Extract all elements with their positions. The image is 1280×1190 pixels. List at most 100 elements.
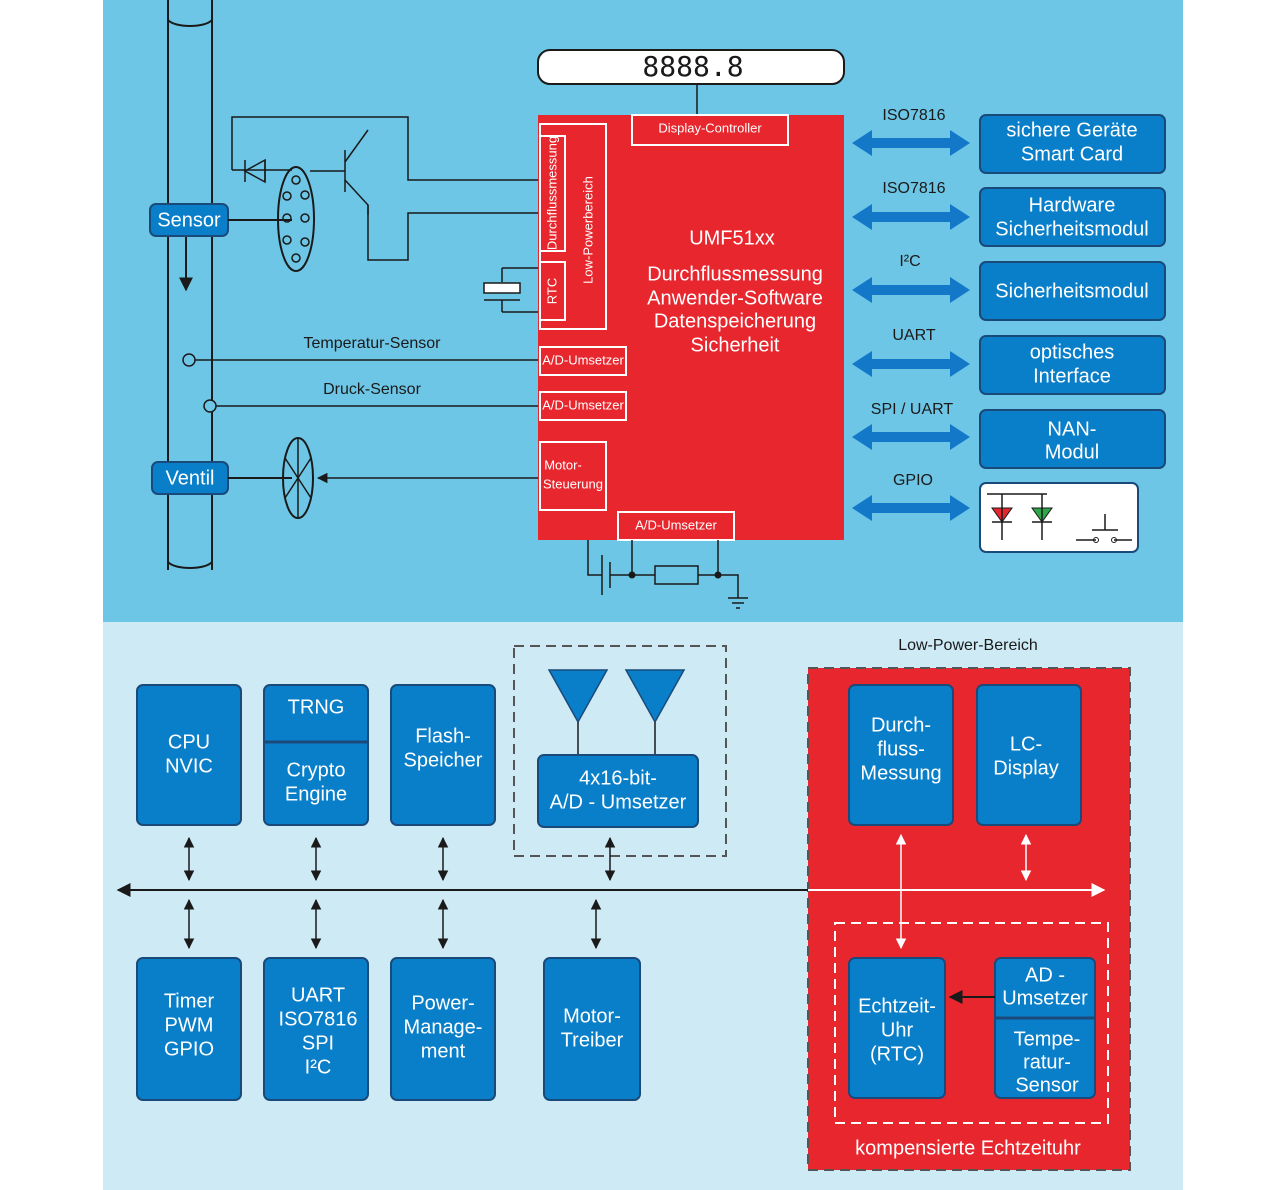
ad-converter-3: A/D-Umsetzer — [635, 517, 717, 532]
uart-line-1: UART — [291, 984, 345, 1006]
push-button-icon — [1076, 514, 1132, 543]
flow-line-3: Messung — [860, 762, 941, 784]
crypto-block: TRNG Crypto Engine — [263, 684, 369, 826]
low-power-vertical: Low-Powerbereich — [580, 176, 595, 284]
ad-umsetzer-line-2: Umsetzer — [1002, 987, 1088, 1009]
crypto-line-1: Crypto — [287, 759, 346, 781]
cpu-line-1: CPU — [168, 731, 210, 753]
compensated-rtc-label: kompensierte Echtzeituhr — [855, 1137, 1081, 1159]
interface-5: SPI / UART NAN- Modul — [852, 401, 1166, 469]
lcd-line-2: Display — [993, 757, 1059, 779]
flow-line-2: fluss- — [877, 738, 925, 760]
timer-line-3: GPIO — [164, 1038, 214, 1060]
power-block: Power- Manage- ment — [390, 957, 496, 1101]
adc-line-1: 4x16-bit- — [579, 767, 657, 789]
interface-5-line-1: NAN- — [1048, 418, 1097, 440]
compensated-rtc-region — [834, 922, 1109, 1124]
main-chip: Display-Controller Durchflussmessung Low… — [538, 114, 844, 541]
interface-5-protocol: SPI / UART — [871, 401, 954, 418]
timer-line-1: Timer — [164, 990, 215, 1012]
interface-1-arrow — [852, 130, 970, 156]
lcd-block: LC- Display — [976, 684, 1082, 826]
motor-driver-block: Motor- Treiber — [543, 957, 641, 1101]
antenna-icon-1 — [547, 669, 609, 755]
uart-line-2: ISO7816 — [279, 1008, 358, 1030]
valve-wheel-icon — [282, 437, 314, 519]
rtc-line-3: (RTC) — [870, 1043, 924, 1065]
shunt-circuit — [587, 540, 748, 609]
trng-label: TRNG — [288, 696, 345, 718]
interface-1-line-1: sichere Geräte — [1006, 119, 1137, 141]
motor-label-2: Steuerung — [543, 476, 603, 491]
display-controller-label: Display-Controller — [658, 120, 762, 135]
low-power-title: Low-Power-Bereich — [898, 637, 1038, 654]
interface-2-line-1: Hardware — [1029, 194, 1116, 216]
bus-connectors — [183, 833, 1032, 1004]
crystal-icon — [483, 267, 538, 313]
power-line-3: ment — [421, 1040, 466, 1062]
ad-umsetzer-line-1: AD - — [1025, 964, 1065, 986]
temp-line-1: Tempe- — [1014, 1028, 1081, 1050]
interface-5-line-2: Modul — [1045, 441, 1099, 463]
chip-line-2: Anwender-Software — [647, 287, 823, 309]
interface-1: ISO7816 sichere Geräte Smart Card — [852, 107, 1166, 174]
sensor-label-box: Sensor — [149, 203, 229, 237]
interface-6-protocol: GPIO — [893, 472, 933, 489]
temp-line-3: Sensor — [1015, 1074, 1079, 1096]
uart-line-4: I²C — [305, 1056, 332, 1078]
interface-5-arrow — [852, 424, 970, 450]
flow-wheel-icon — [277, 166, 315, 272]
adc-region — [513, 645, 727, 857]
cpu-block: CPU NVIC — [136, 684, 242, 826]
ad-converter-2: A/D-Umsetzer — [542, 397, 624, 412]
interface-3-line-1: Sicherheitsmodul — [995, 280, 1148, 302]
flow-measurement-block: Durch- fluss- Messung — [848, 684, 954, 826]
rtc-line-2: Uhr — [881, 1019, 914, 1041]
interface-4-line-2: Interface — [1033, 365, 1111, 387]
pressure-sensor-line: Druck-Sensor — [203, 381, 540, 413]
motor-line-1: Motor- — [563, 1005, 621, 1027]
cpu-line-2: NVIC — [165, 755, 213, 777]
temperature-sensor-label: Temperatur-Sensor — [304, 335, 442, 352]
rtc-block: Echtzeit- Uhr (RTC) — [848, 957, 946, 1099]
chip-line-1: Durchflussmessung — [647, 263, 823, 285]
antenna-icon-2 — [624, 669, 686, 755]
interface-ports: ISO7816 sichere Geräte Smart Card ISO781… — [852, 107, 1166, 553]
interface-3-protocol: I²C — [899, 253, 920, 270]
flash-line-2: Speicher — [404, 749, 483, 771]
pressure-sensor-label: Druck-Sensor — [323, 381, 421, 398]
ad-temp-block: AD - Umsetzer Tempe- ratur- Sensor — [994, 957, 1096, 1099]
temperature-sensor-line: Temperatur-Sensor — [182, 335, 540, 367]
sensor-circuit — [231, 116, 538, 261]
interface-1-line-2: Smart Card — [1021, 143, 1123, 165]
ventil-label: Ventil — [166, 467, 215, 489]
uart-block: UART ISO7816 SPI I²C — [263, 957, 369, 1101]
interface-2-arrow — [852, 204, 970, 230]
durchflussmessung-vertical: Durchflussmessung — [544, 136, 559, 250]
uart-line-3: SPI — [302, 1032, 334, 1054]
adc-block: 4x16-bit- A/D - Umsetzer — [537, 754, 699, 828]
ad-converter-1: A/D-Umsetzer — [542, 352, 624, 367]
interface-4-line-1: optisches — [1030, 341, 1115, 363]
interface-3: I²C Sicherheitsmodul — [852, 253, 1166, 321]
interface-1-protocol: ISO7816 — [882, 107, 945, 124]
interface-2-protocol: ISO7816 — [882, 180, 945, 197]
adc-line-2: A/D - Umsetzer — [550, 791, 687, 813]
led-green-icon — [1017, 493, 1053, 540]
chip-line-3: Datenspeicherung — [654, 310, 816, 332]
chip-line-4: Sicherheit — [691, 334, 780, 356]
interface-4-arrow — [852, 351, 970, 377]
led-red-icon — [987, 493, 1017, 540]
interface-4-protocol: UART — [892, 327, 935, 344]
temp-line-2: ratur- — [1023, 1051, 1071, 1073]
flow-line-1: Durch- — [871, 714, 931, 736]
flash-line-1: Flash- — [415, 725, 471, 747]
power-line-2: Manage- — [404, 1016, 483, 1038]
lcd-line-1: LC- — [1010, 733, 1042, 755]
chip-name: UMF51xx — [689, 227, 775, 249]
interface-2: ISO7816 Hardware Sicherheitsmodul — [852, 180, 1166, 247]
interface-6: GPIO — [852, 472, 1139, 553]
flash-block: Flash- Speicher — [390, 684, 496, 826]
digital-display: 8888.8 — [537, 49, 845, 85]
